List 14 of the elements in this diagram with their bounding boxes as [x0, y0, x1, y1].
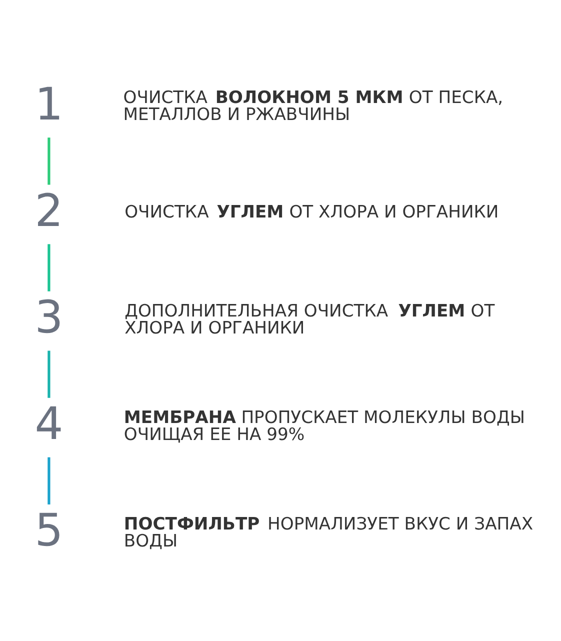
node-label: ПОСТФИЛЬТР НОРМАЛИЗУЕТ ВКУС И ЗАПАХ ВОДЫ	[124, 514, 534, 551]
node-text: 2	[34, 183, 64, 236]
node-label: ОЧИСТКА УГЛЕМ ОТ ХЛОРА И ОРГАНИКИ	[124, 202, 499, 222]
node-label: ДОПОЛНИТЕЛЬНАЯ ОЧИСТКА УГЛЕМ ОТ ХЛОРА И ОРГАНИКИ	[124, 300, 495, 338]
node-label: ОЧИСТКА ВОЛОКНОМ 5 МКМ ОТ ПЕСКА, МЕТАЛЛОВ И РЖАВЧИНЫ	[123, 88, 504, 125]
connector	[48, 137, 50, 184]
connector	[48, 244, 50, 291]
connector	[48, 456, 50, 504]
node-text: 4	[34, 396, 64, 450]
node-label: МЕМБРАНА ПРОПУСКАЕТ МОЛЕКУЛЫ ВОДЫ ОЧИЩАЯ ЕЕ НА 99%	[124, 407, 525, 444]
connector	[48, 350, 50, 398]
node-text: 5	[34, 503, 64, 556]
node-text: 3	[34, 290, 64, 343]
node-text: 1	[34, 76, 64, 130]
